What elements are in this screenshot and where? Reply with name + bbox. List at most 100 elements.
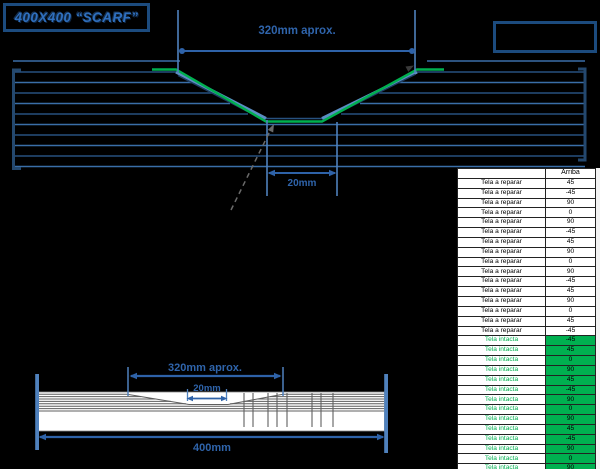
ply-angle-cell: 0 — [545, 355, 596, 366]
taper-slope-right — [227, 393, 284, 405]
right-edge-bracket — [578, 67, 587, 162]
ply-label-cell: Tela a reparar — [457, 256, 546, 268]
ply-label-cell: Tela a reparar — [457, 207, 546, 219]
ply-label-cell: Tela a reparar — [457, 266, 546, 278]
blank-callout-box — [493, 21, 597, 53]
ply-angle-cell: 45 — [545, 236, 596, 248]
dim-label-bottom-total: 400mm — [193, 442, 231, 454]
slope-top-arrowhead — [405, 65, 414, 72]
green-repair-surface-line — [152, 68, 444, 123]
ply-label-cell: Tela a reparar — [457, 187, 546, 199]
ply-angle-cell: 45 — [545, 345, 596, 357]
ply-angle-cell: 90 — [545, 414, 596, 425]
ply-angle-cell: 90 — [545, 217, 596, 229]
ply-angle-cell: -45 — [545, 227, 596, 238]
ply-angle-cell: 90 — [545, 443, 596, 455]
leader-arrow-dashed — [230, 124, 274, 211]
ply-label-cell — [457, 168, 546, 179]
ply-label-cell: Tela intacta — [457, 364, 546, 376]
title-box: 400X400 “SCARF” — [3, 3, 150, 32]
ply-angle-cell: 90 — [545, 295, 596, 307]
ply-angle-cell: 90 — [545, 266, 596, 278]
ply-label-cell: Tela a reparar — [457, 246, 546, 258]
ply-angle-cell: 45 — [545, 423, 596, 435]
ply-angle-cell: 45 — [545, 315, 596, 327]
ply-label-cell: Tela a reparar — [457, 325, 546, 337]
ply-label-cell: Tela a reparar — [457, 305, 546, 317]
ply-angle-cell: 90 — [545, 197, 596, 209]
ply-label-cell: Tela intacta — [457, 463, 546, 469]
dim-label-bottom-center: 20mm — [193, 383, 221, 394]
ply-label-cell: Tela intacta — [457, 345, 546, 357]
ply-angle-cell: -45 — [545, 335, 596, 347]
table-row-intact: Tela intacta-45 — [457, 335, 596, 347]
table-row-repair: Tela a reparar-45 — [457, 276, 596, 288]
taper-slope-left — [126, 393, 190, 405]
ply-label-cell: Tela intacta — [457, 443, 546, 455]
ply-label-cell: Tela intacta — [457, 384, 546, 396]
ply-angle-cell: 45 — [545, 374, 596, 386]
dim-label-top-width: 320mm aprox. — [258, 25, 336, 37]
ply-label-cell: Tela a reparar — [457, 227, 546, 238]
ply-angle-cell: 90 — [545, 246, 596, 258]
dimension-400 — [38, 433, 385, 441]
ply-angle-cell: 0 — [545, 453, 596, 465]
ply-label-cell: Tela intacta — [457, 374, 546, 386]
table-row-repair: Tela a reparar-45 — [457, 325, 596, 337]
ply-angle-cell: -45 — [545, 384, 596, 396]
drawing-title: 400X400 “SCARF” — [14, 10, 139, 25]
panel-left-edge-bar — [35, 374, 39, 450]
ply-label-cell: Tela a reparar — [457, 276, 546, 288]
ply-angle-cell: 45 — [545, 286, 596, 297]
left-edge-bracket — [12, 68, 21, 170]
ply-label-cell: Tela a reparar — [457, 236, 546, 248]
ply-label-cell: Tela intacta — [457, 453, 546, 465]
ply-angle-cell: 90 — [545, 463, 596, 469]
bottom-section-view — [35, 367, 388, 453]
table-row-repair: Tela a reparar-45 — [457, 187, 596, 199]
panel-right-edge-bar — [384, 374, 388, 453]
ply-label-cell: Tela intacta — [457, 394, 546, 406]
ply-label-cell: Tela a reparar — [457, 286, 546, 297]
ply-angle-cell: 0 — [545, 256, 596, 268]
dim-label-top-center: 20mm — [287, 178, 317, 189]
top-section-view — [12, 10, 587, 211]
ply-angle-cell: 90 — [545, 364, 596, 376]
dim-label-bottom-width: 320mm aprox. — [168, 362, 242, 374]
table-row-intact: Tela intacta-45 — [457, 433, 596, 445]
ply-label-cell: Tela a reparar — [457, 177, 546, 189]
ply-angle-cell: -45 — [545, 187, 596, 199]
ply-label-cell: Tela intacta — [457, 404, 546, 416]
ply-label-cell: Tela intacta — [457, 355, 546, 366]
dimension-20-bottom — [186, 389, 228, 402]
ply-angle-cell: 0 — [545, 404, 596, 416]
ply-label-cell: Tela intacta — [457, 335, 546, 347]
ply-angle-cell: Arriba — [545, 168, 596, 179]
dimension-320-top — [177, 10, 416, 73]
ply-label-cell: Tela intacta — [457, 433, 546, 445]
table-row-repair: Tela a reparar-45 — [457, 227, 596, 238]
top-ply-lines — [13, 60, 585, 168]
